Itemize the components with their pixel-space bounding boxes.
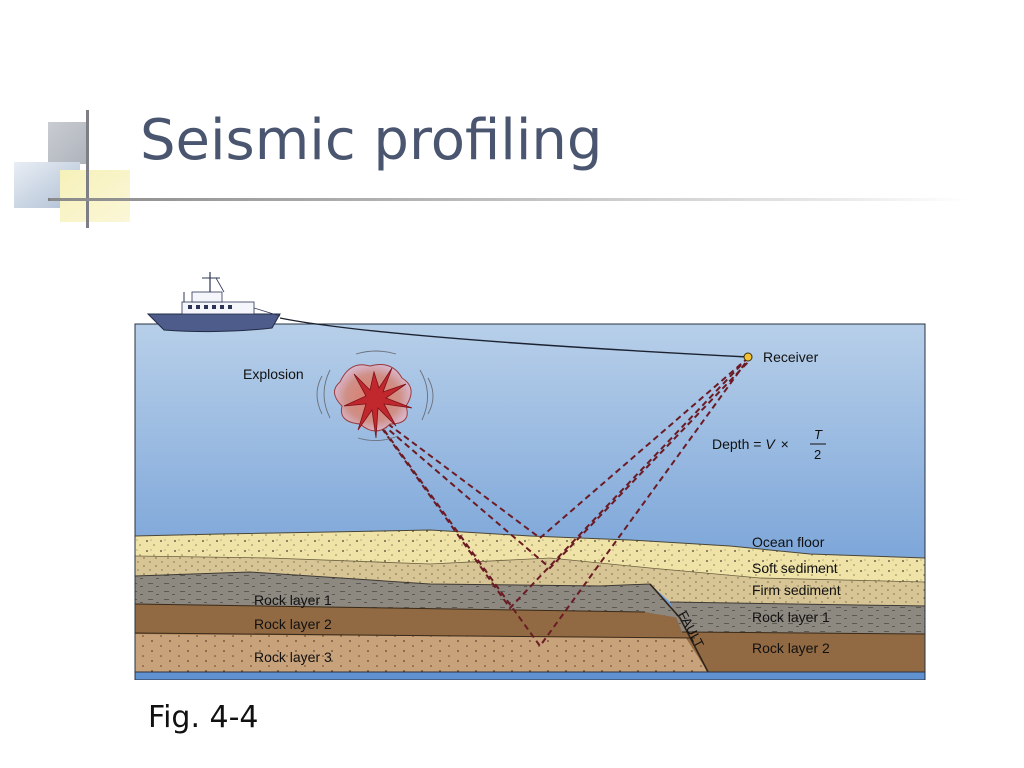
rock-layer-2-right-label: Rock layer 2 (752, 640, 830, 656)
receiver-label: Receiver (763, 349, 819, 365)
explosion-burst (316, 350, 434, 441)
rock-layer-1-right-label: Rock layer 1 (752, 609, 830, 625)
figure-caption: Fig. 4-4 (148, 700, 259, 735)
explosion-label: Explosion (243, 366, 304, 382)
receiver-marker (743, 352, 753, 362)
tow-cable (279, 317, 749, 358)
rock-layer-1-left-label: Rock layer 1 (254, 592, 332, 608)
ocean-floor-label: Ocean floor (752, 534, 825, 550)
rock-layer-2-left (135, 604, 695, 638)
corner-decoration (14, 110, 130, 228)
title-divider (50, 198, 970, 201)
firm-sediment-label: Firm sediment (752, 582, 841, 598)
slide-title: Seismic profiling (140, 108, 603, 173)
svg-text:Depth = V×: Depth = V× (712, 436, 789, 452)
seismic-rays (375, 357, 751, 648)
soft-sediment-label: Soft sediment (752, 560, 838, 576)
depth-formula: Depth = V× T 2 (712, 427, 826, 462)
rock-layer-2-left-label: Rock layer 2 (254, 616, 332, 632)
rock-layer-2-right (682, 632, 925, 672)
fault-line (649, 583, 709, 673)
rock-layer-3-left-label: Rock layer 3 (254, 649, 332, 665)
svg-text:2: 2 (814, 447, 821, 462)
seismic-diagram: Explosion Receiver Depth = V× T 2 Ocean … (134, 272, 926, 680)
svg-text:T: T (814, 427, 823, 442)
survey-ship (146, 272, 281, 333)
